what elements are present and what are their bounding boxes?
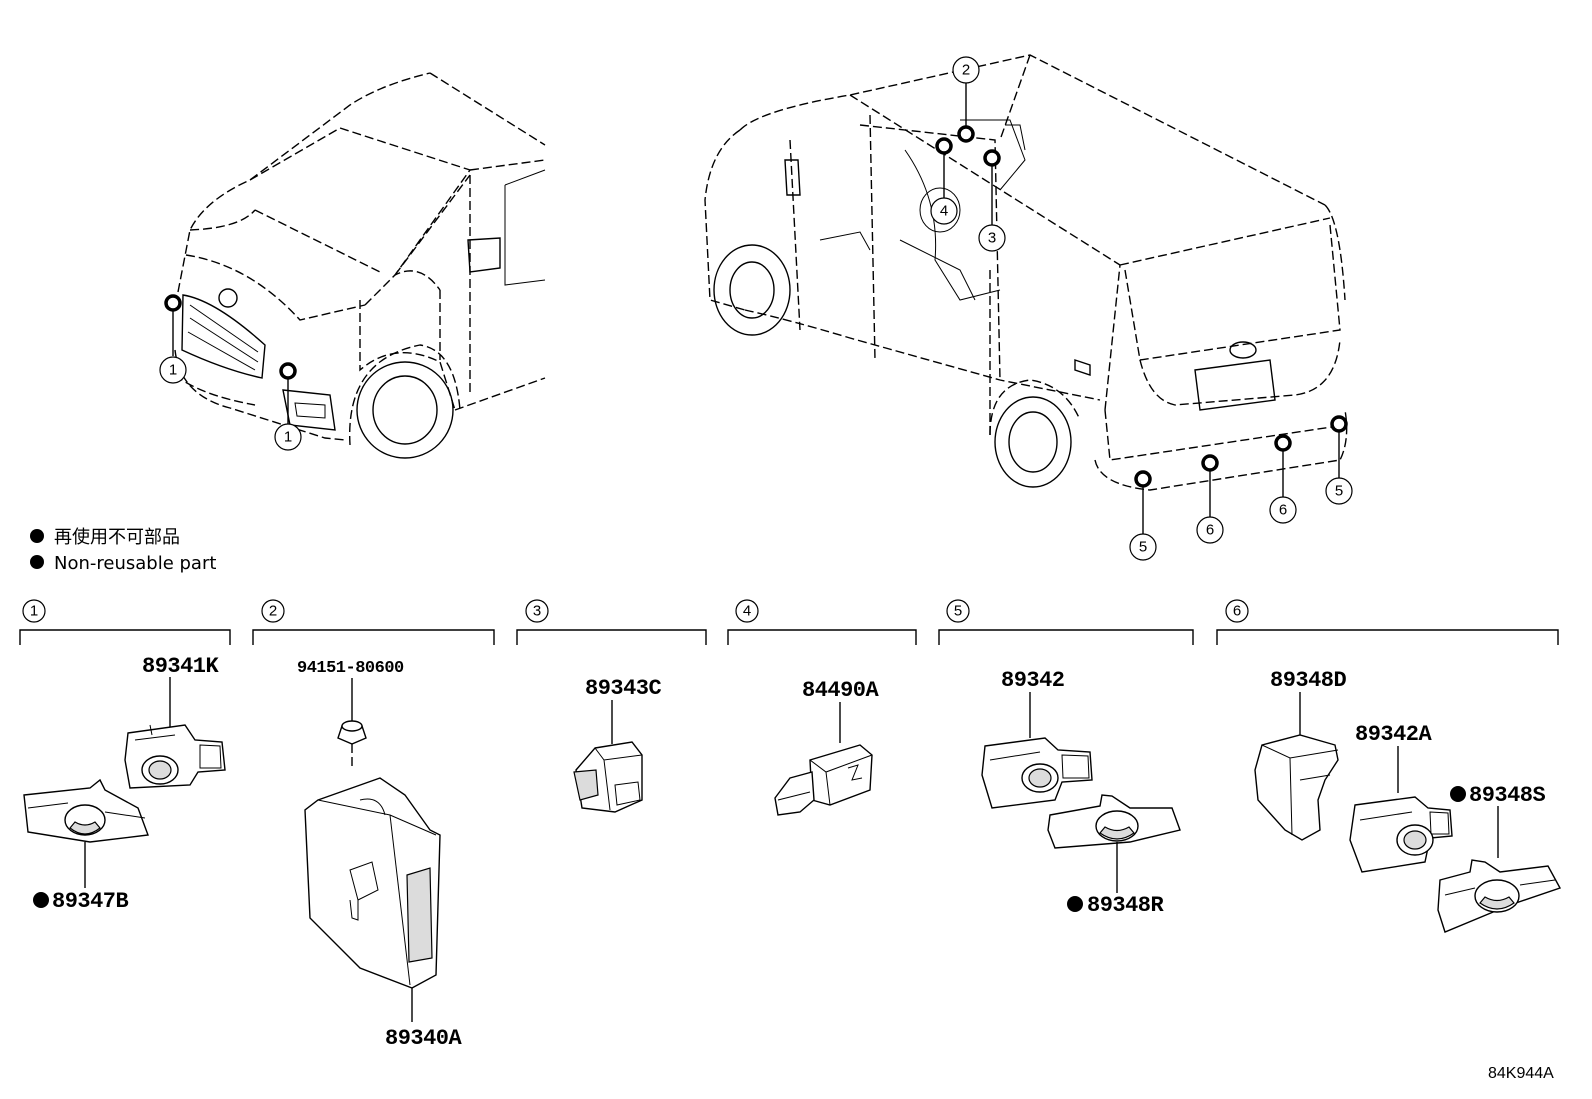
part-number-89341K: 89341K <box>142 654 220 679</box>
callout-rear-right-center-number: 6 <box>1279 502 1287 519</box>
group-header-3: 3 <box>516 599 707 645</box>
non-reusable-bullet-icon <box>30 529 44 543</box>
group-header-5: 5 <box>938 599 1194 645</box>
part-94151-80600-nut: 94151-80600 <box>297 659 405 745</box>
group-header-1: 1 <box>19 599 231 645</box>
part-89342A-sensor: 89342A <box>1349 722 1453 873</box>
callout-front-center: 1 <box>274 362 302 451</box>
group-1-number: 1 <box>30 603 38 620</box>
callout-front-left-number: 1 <box>169 362 177 379</box>
callout-dash-right-number: 3 <box>988 230 996 247</box>
part-number-94151-80600: 94151-80600 <box>297 659 404 678</box>
rear-van-illustration <box>704 54 1348 491</box>
part-89348D-bracket: 89348D <box>1254 668 1347 841</box>
part-number-89348S: 89348S <box>1469 783 1546 808</box>
group-header-2: 2 <box>252 599 495 645</box>
group-4-number: 4 <box>743 603 751 620</box>
part-number-89348R: 89348R <box>1087 893 1165 918</box>
non-reusable-bullet-icon <box>1067 896 1083 912</box>
callout-front-center-number: 1 <box>284 429 292 446</box>
group-5-number: 5 <box>954 603 962 620</box>
part-number-84490A: 84490A <box>802 678 880 703</box>
group-6-number: 6 <box>1233 603 1241 620</box>
non-reusable-bullet-icon <box>33 892 49 908</box>
callout-front-left: 1 <box>159 294 187 384</box>
reference-code: 84K944A <box>1488 1065 1554 1082</box>
part-number-89348D: 89348D <box>1270 668 1347 693</box>
part-89340A-ecu: 89340A <box>304 744 463 1051</box>
part-89347B-retainer: 89347B <box>23 778 149 914</box>
group-2-number: 2 <box>269 603 277 620</box>
part-number-89343C: 89343C <box>585 676 662 701</box>
callout-dash-left-number: 4 <box>940 203 948 220</box>
front-van-illustration <box>174 72 546 459</box>
callout-dash-top-number: 2 <box>962 62 970 79</box>
part-89343C-switch: 89343C <box>573 676 662 813</box>
part-number-89347B: 89347B <box>52 889 129 914</box>
callout-dash-top: 2 <box>952 56 980 143</box>
legend: 再使用不可部品 Non-reusable part <box>30 527 216 574</box>
non-reusable-bullet-icon <box>30 555 44 569</box>
part-number-89342: 89342 <box>1001 668 1065 693</box>
group-header-6: 6 <box>1216 599 1559 645</box>
callout-rear-left-corner-number: 5 <box>1139 539 1147 556</box>
part-84490A-switch: 84490A <box>774 678 880 816</box>
callout-rear-left-corner: 5 <box>1129 470 1157 561</box>
callout-rear-left-center-number: 6 <box>1206 522 1214 539</box>
callout-rear-right-center: 6 <box>1269 434 1297 524</box>
legend-en: Non-reusable part <box>54 553 216 574</box>
part-89342-sensor: 89342 <box>981 668 1093 809</box>
callout-rear-left-center: 6 <box>1196 454 1224 544</box>
group-header-4: 4 <box>727 599 917 645</box>
callout-rear-right-corner: 5 <box>1325 415 1353 505</box>
callout-dash-left: 4 <box>930 137 958 225</box>
part-89341K-sensor: 89341K <box>124 654 226 789</box>
part-89348S-retainer: 89348S <box>1437 783 1562 933</box>
legend-jp: 再使用不可部品 <box>54 527 180 548</box>
callout-rear-right-corner-number: 5 <box>1335 483 1343 500</box>
part-number-89342A: 89342A <box>1355 722 1433 747</box>
part-number-89340A: 89340A <box>385 1026 463 1051</box>
non-reusable-bullet-icon <box>1450 786 1466 802</box>
group-3-number: 3 <box>533 603 541 620</box>
part-89348R-retainer: 89348R <box>1047 794 1181 918</box>
callout-dash-right: 3 <box>978 149 1006 252</box>
